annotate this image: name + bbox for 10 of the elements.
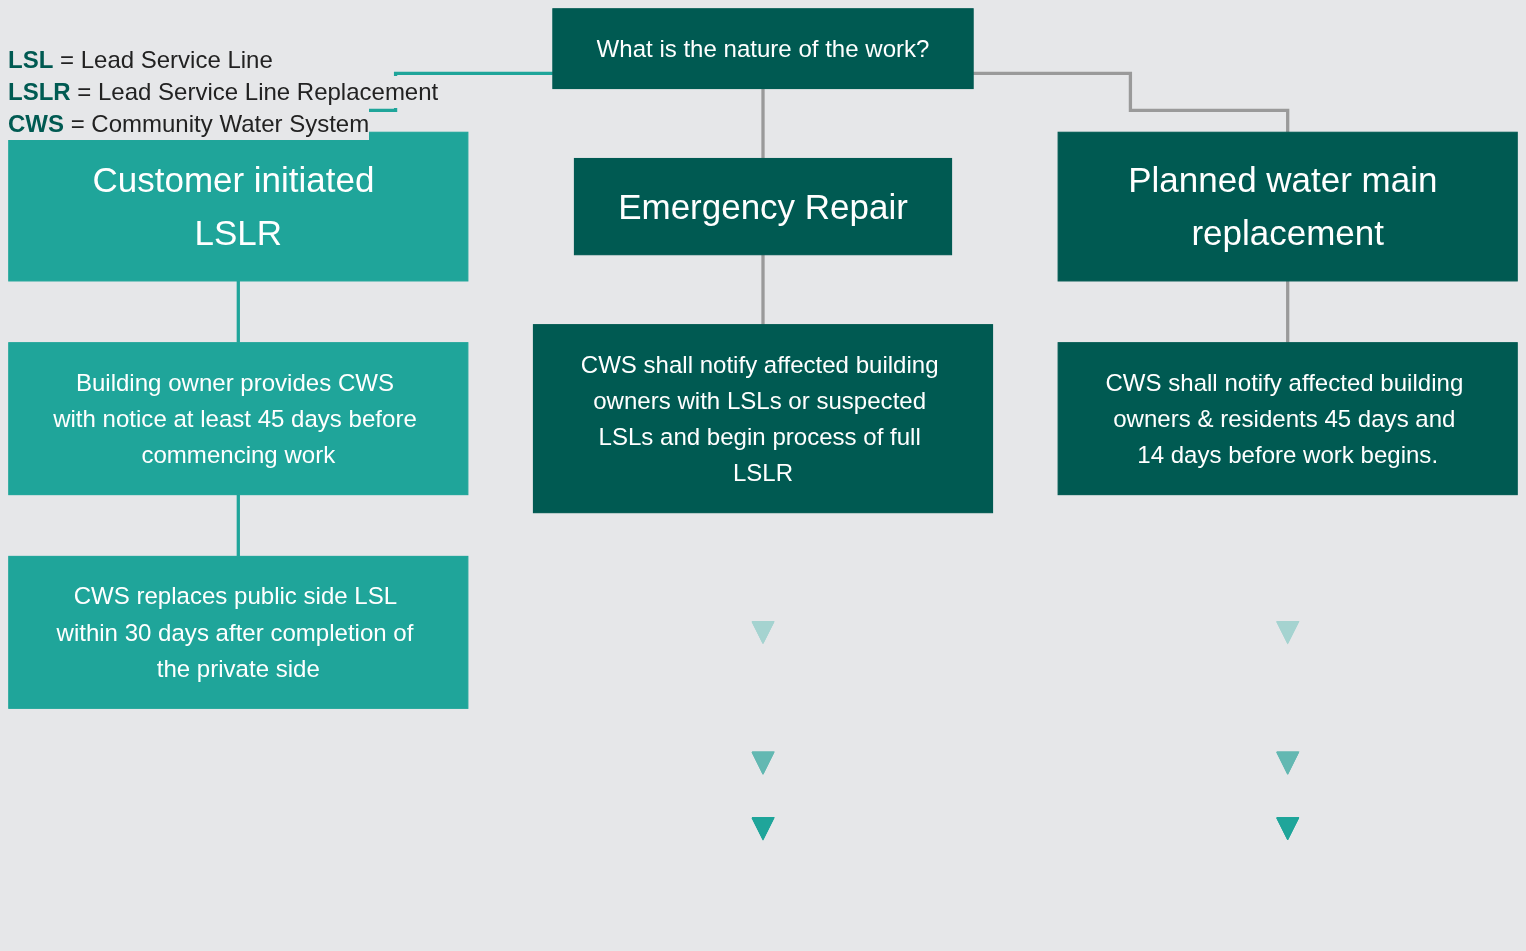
node-box: What is the nature of the work? [552,8,974,90]
node-box: CWS shall notify affected building owners with LSLs or suspected LSLs and begin process of full LSLR [532,324,994,514]
abbreviation-note: CWS = Community Water System [8,108,370,140]
connector [973,71,1290,134]
node-box: Planned water main replacement [1057,131,1518,282]
node-box: CWS shall notify affected building owners & residents 45 days and 14 days before work begins. [1057,342,1518,496]
abbreviation-note: LSLR = Lead Service Line Replacement [8,76,439,108]
node-box: Emergency Repair [573,157,953,256]
node-box: Building owner provides CWS with notice at least 45 days before commencing work [8,342,469,496]
node-box: CWS replaces public side LSL within 30 days after completion of the private side [8,555,469,709]
